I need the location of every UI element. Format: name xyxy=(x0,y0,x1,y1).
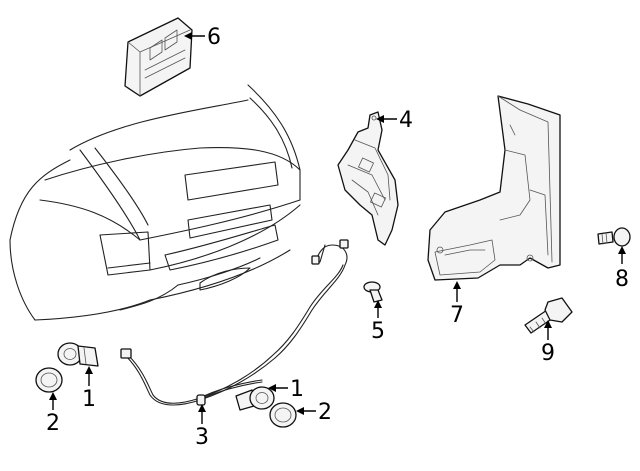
callout-labels: 6 4 5 7 8 9 1 2 3 1 2 xyxy=(46,25,629,450)
callout-3: 3 xyxy=(195,425,209,450)
leader-lines xyxy=(49,32,626,424)
callout-1-right: 1 xyxy=(290,377,304,402)
callout-2-left: 2 xyxy=(46,411,60,436)
parking-sensor-right xyxy=(235,386,275,411)
wiring-harness-part xyxy=(120,239,349,406)
parking-sensor-left xyxy=(57,342,99,367)
sensor-ring-left xyxy=(35,367,63,393)
clip-pin-part xyxy=(363,281,383,303)
callout-1-left: 1 xyxy=(82,387,96,412)
screw-part xyxy=(597,227,631,247)
callout-9: 9 xyxy=(541,341,555,366)
callout-5: 5 xyxy=(371,319,385,344)
control-module-part xyxy=(124,17,193,97)
callout-8: 8 xyxy=(615,267,629,292)
bolt-part xyxy=(524,297,573,334)
callout-2-right: 2 xyxy=(318,400,332,425)
vehicle-rear-body xyxy=(9,84,301,321)
callout-6: 6 xyxy=(207,25,221,50)
callout-7: 7 xyxy=(450,303,464,328)
sensor-ring-right xyxy=(269,402,297,428)
bracket-part xyxy=(337,111,399,246)
mud-shield-part xyxy=(427,95,561,281)
callout-4: 4 xyxy=(399,108,413,133)
